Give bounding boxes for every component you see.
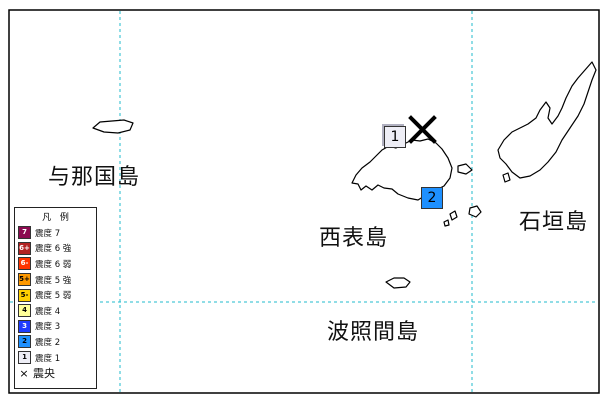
place-label-hateruma: 波照間島: [327, 320, 420, 345]
place-label-yonaguni: 与那国島: [48, 165, 141, 190]
legend-item: 7 震度 7: [18, 225, 96, 241]
legend-label: 震度 6 強: [35, 244, 72, 255]
grid-lines: [10, 11, 598, 392]
legend-title: 凡 例: [42, 213, 72, 223]
place-label-ishigaki: 石垣島: [519, 210, 589, 235]
legend-items: 7 震度 7 6+ 震度 6 強 6- 震度 6 弱 5+ 震度 5 強 5- 震度 5 弱 4 震度…: [18, 225, 96, 365]
legend-item: 4 震度 4: [18, 303, 96, 319]
legend-label: 震央: [33, 367, 55, 381]
legend-label: 震度 2: [35, 337, 61, 348]
place-label-iriomote: 西表島: [319, 226, 389, 251]
intensity-swatch-icon: 6-: [18, 257, 31, 271]
legend-label: 震度 6 弱: [35, 259, 72, 270]
legend-item: 6- 震度 6 弱: [18, 256, 96, 272]
legend-label: 震度 7: [35, 228, 61, 239]
islet-shape: [443, 219, 450, 227]
legend-item: 1 震度 1: [18, 350, 96, 366]
islet-shape: [449, 210, 458, 221]
intensity-swatch-icon: 3: [18, 319, 31, 333]
legend-item: 5- 震度 5 弱: [18, 287, 96, 303]
intensity-swatch-icon: 2: [18, 335, 31, 349]
legend-item: 2 震度 2: [18, 334, 96, 350]
intensity-swatch-icon: 1: [18, 351, 31, 365]
epicenter-legend-icon: ×: [19, 366, 29, 380]
intensity-2-marker[interactable]: 2: [421, 187, 443, 209]
intensity-swatch-icon: 6+: [18, 241, 31, 255]
legend-item: 5+ 震度 5 強: [18, 272, 96, 288]
islet-shape: [468, 205, 482, 218]
legend-item-epicenter: × 震央: [18, 365, 96, 381]
legend-label: 震度 5 弱: [35, 291, 72, 302]
legend-label: 震度 4: [35, 306, 61, 317]
hateruma-island-shape: [385, 277, 411, 289]
intensity-swatch-icon: 5+: [18, 273, 31, 287]
legend-item: 3 震度 3: [18, 319, 96, 335]
intensity-swatch-icon: 5-: [18, 288, 31, 302]
intensity-swatch-icon: 7: [18, 226, 31, 240]
intensity-1-marker[interactable]: 1: [384, 126, 406, 148]
islet-shape: [502, 172, 511, 183]
intensity-swatch-icon: 4: [18, 304, 31, 318]
legend-label: 震度 1: [35, 353, 61, 364]
yonaguni-island-shape: [92, 119, 134, 134]
legend-label: 震度 3: [35, 322, 61, 333]
legend: 凡 例 7 震度 7 6+ 震度 6 強 6- 震度 6 弱 5+ 震度 5 強 5- 震度 5 …: [14, 207, 97, 389]
islet-shape: [457, 163, 473, 175]
map-frame: [8, 9, 600, 394]
legend-item: 6+ 震度 6 強: [18, 241, 96, 257]
legend-label: 震度 5 強: [35, 275, 72, 286]
ishigaki-island-shape: [497, 61, 597, 179]
epicenter-cross-icon: [408, 115, 437, 144]
